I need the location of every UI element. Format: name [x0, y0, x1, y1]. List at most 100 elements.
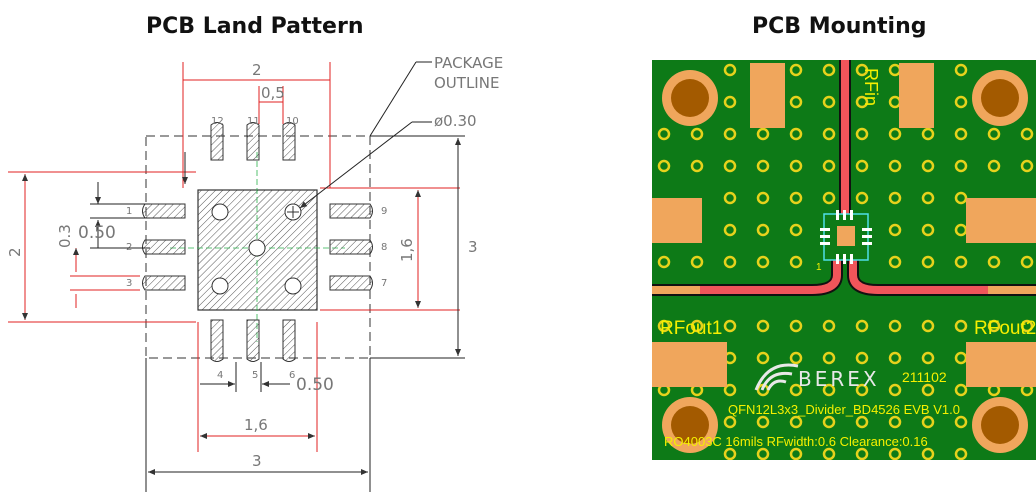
via-dot [822, 63, 836, 77]
via-dot [723, 191, 737, 205]
via-dot [888, 319, 902, 333]
pin-5: 5 [252, 370, 258, 381]
via-dot [921, 127, 935, 141]
via-dot [1020, 319, 1034, 333]
via-dot [822, 351, 836, 365]
callout-package-2: OUTLINE [434, 74, 499, 92]
via-dot [855, 95, 869, 109]
via-dot [789, 63, 803, 77]
pin-10: 10 [286, 116, 299, 127]
via-dot [789, 191, 803, 205]
via-dot [723, 223, 737, 237]
via-dot [921, 415, 935, 429]
via-dot [888, 159, 902, 173]
label-line1: QFN12L3x3_Divider_BD4526 EVB V1.0 [728, 402, 960, 417]
via-dot [1020, 255, 1034, 269]
via-dot [822, 319, 836, 333]
via-dot [756, 415, 770, 429]
via-dot [723, 95, 737, 109]
via-dot [1020, 159, 1034, 173]
connector-pads [652, 63, 1036, 387]
via-dot [954, 447, 968, 460]
via-dot [789, 351, 803, 365]
via-dot [987, 159, 1001, 173]
dim-left-pitch: 0.3 [56, 224, 74, 248]
mounting-title: PCB Mounting [752, 14, 927, 39]
via-dot [822, 447, 836, 460]
via-dot [789, 415, 803, 429]
via-dot [987, 255, 1001, 269]
via [211, 277, 229, 295]
pin-4: 4 [217, 370, 223, 381]
pin-6: 6 [289, 370, 295, 381]
dim-bottom-pitch: 0.50 [296, 375, 334, 395]
via-dot [888, 191, 902, 205]
via-dot [723, 63, 737, 77]
via-dot [822, 95, 836, 109]
via-dot [789, 255, 803, 269]
pin-9: 9 [381, 206, 387, 217]
via-dot [954, 159, 968, 173]
via-dot [855, 127, 869, 141]
via-dot [723, 127, 737, 141]
via-dot [921, 255, 935, 269]
via-dot [987, 127, 1001, 141]
pin-1: 1 [126, 206, 132, 217]
via-dot [789, 447, 803, 460]
callout-package-1: PACKAGE [434, 54, 503, 72]
via-dot [855, 415, 869, 429]
via-dot [954, 63, 968, 77]
via-dot [690, 319, 704, 333]
dim-top-width: 2 [252, 61, 262, 79]
dim-right-pad: 1,6 [398, 238, 416, 262]
pin-8: 8 [381, 242, 387, 253]
land-pattern-title: PCB Land Pattern [146, 14, 364, 39]
via-dot [789, 159, 803, 173]
via-dot [921, 447, 935, 460]
via-dot [756, 255, 770, 269]
via-dot [756, 223, 770, 237]
via-dot [723, 415, 737, 429]
berex-logo: BEREX [754, 363, 877, 391]
via-dot [888, 351, 902, 365]
bottom-pads [210, 319, 296, 362]
via-dot [855, 383, 869, 397]
via-dot [921, 383, 935, 397]
dim-bottom-width: 3 [252, 452, 262, 470]
via-dot [789, 383, 803, 397]
via-dot [756, 191, 770, 205]
via-dot [657, 319, 671, 333]
via-dot [855, 63, 869, 77]
label-rfout2: RFout2 [974, 318, 1036, 339]
left-pads [142, 203, 186, 291]
via-dot [1020, 127, 1034, 141]
via-dot [789, 223, 803, 237]
via [248, 239, 266, 257]
via-dot [987, 319, 1001, 333]
via-dot [822, 127, 836, 141]
via-dot [921, 223, 935, 237]
via-dot [789, 127, 803, 141]
via-dot [921, 351, 935, 365]
via-dot [954, 383, 968, 397]
via-dot [756, 127, 770, 141]
via-dot [789, 319, 803, 333]
label-rfin: RFin [861, 68, 881, 106]
via-dot [756, 319, 770, 333]
land-pattern-drawing: 12 11 10 1 2 3 9 8 7 4 5 6 [6, 54, 503, 492]
label-line2: RO4003C 16mils RFwidth:0.6 Clearance:0.1… [664, 434, 928, 449]
via-dot [723, 255, 737, 269]
stitching-vias [657, 63, 1034, 460]
pin-7: 7 [381, 278, 387, 289]
right-pads [329, 203, 373, 291]
via-dot [822, 415, 836, 429]
pin-12: 12 [211, 116, 224, 127]
via-dot [822, 191, 836, 205]
via-dot [954, 95, 968, 109]
via [284, 277, 302, 295]
dim-left-height: 2 [6, 247, 24, 257]
via-dot [657, 127, 671, 141]
via-dot [855, 447, 869, 460]
via-dot [690, 255, 704, 269]
via-dot [855, 351, 869, 365]
